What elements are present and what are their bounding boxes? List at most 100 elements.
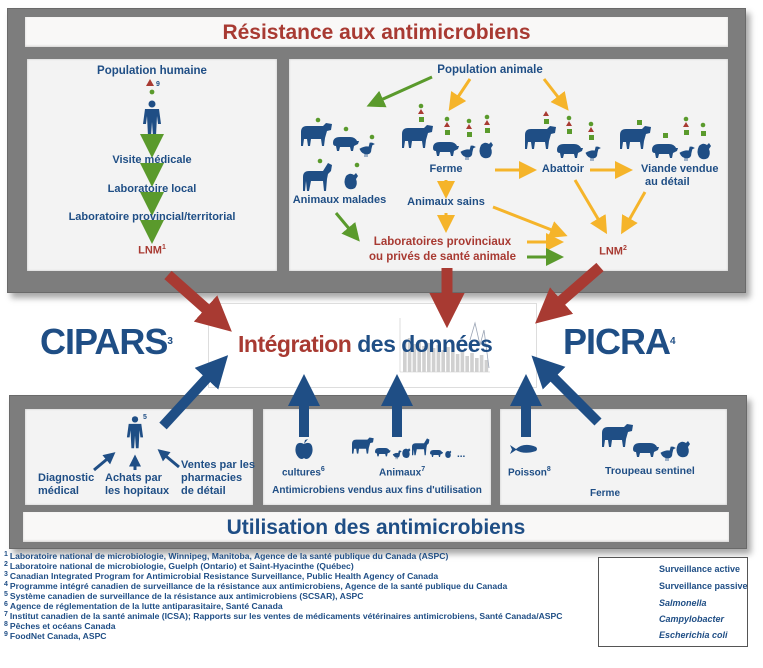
human-marker-sup-text: 9 [156,81,160,88]
integration-label: Intégration des données [238,331,493,357]
pharmacy-line3: de détail [181,485,226,497]
arrow-retail-to-lnm2 [621,191,647,235]
watermark-bar [412,344,417,372]
arrow-population-to-farm [448,78,472,111]
salmonella-marker [354,162,360,168]
retail-meat-line1: Viande vendue [641,163,719,175]
legend-label-salmonella: Salmonella [659,598,707,608]
watermark-bar [441,350,445,372]
human-figure-icon [126,416,144,449]
watermark-bar [446,347,450,372]
pig-icon [333,137,359,151]
watermark-bar [431,348,436,372]
fish-icon [510,444,537,454]
footnote-number: 4 [4,581,8,588]
diagnostic-line1: Diagnostic [38,472,95,484]
watermark-bar [422,346,426,372]
watermark-bar [470,353,474,372]
labs-line1: Laboratoires provinciaux [373,236,512,248]
footnote-number: 1 [4,551,8,558]
picra-label: PICRA4 [563,322,675,362]
fish-text: Poisson [508,467,547,479]
footnote-number: 3 [4,571,8,578]
salmonella-marker [317,158,323,164]
pharmacy-line2: pharmacies [181,472,243,484]
crops-text: cultures [282,467,321,479]
abattoir-text: Abattoir [541,163,585,175]
farm-label: Ferme [420,163,472,176]
lnm2-label: LNM2 [588,242,638,259]
watermark-bar [451,352,455,372]
footnote-number: 7 [4,611,8,618]
human-marker-sup: 9 [156,78,160,91]
pig-icon [633,443,659,457]
apple-icon [295,439,313,459]
legend: Surveillance active Surveillance passive… [598,557,748,647]
farm-animals-icons [402,103,493,161]
watermark-bar [460,350,465,372]
footnote-number: 2 [4,561,8,568]
chicken-icon [679,146,695,162]
step-visit-text: Visite médicale [112,154,192,166]
animals-ellipsis-text: ... [457,449,466,460]
animal-population-label: Population animale [420,64,560,77]
use-to-integration-arrows [159,355,602,437]
animals-sales-sup: 7 [421,466,426,473]
retail-meat-label: Viande vendue au détail [641,163,729,189]
arrow-sick-to-labs [334,212,360,242]
legend-label-passive: Surveillance passive [659,581,748,591]
watermark-bar [455,354,460,372]
cow-icon [620,126,651,149]
footnote-number: 5 [4,591,8,598]
arrow-pharm-to-human [157,449,180,469]
diagnostic-line2: médical [38,485,79,497]
step-provincial-lab: Laboratoire provincial/territorial [52,211,252,224]
chicken-icon [359,142,375,158]
cipars-text: CIPARS [40,321,168,362]
lnm1-label: LNM1 [127,241,177,258]
labs-label: Laboratoires provinciaux ou privés de sa… [355,235,530,265]
farm-use-caption: Ferme [590,487,620,500]
turkey-icon [676,441,690,458]
footnote-text: Agence de réglementation de la lutte ant… [9,601,283,611]
footnote-number: 9 [4,631,8,638]
pig-icon [433,142,459,156]
arrow-lnm2-to-integration [535,262,604,324]
chicken-icon [392,450,402,460]
watermark-bar [417,340,421,372]
crops-label: cultures6 [282,463,325,479]
horse-icon [303,163,332,191]
integration-word1: Intégration [238,331,352,357]
arrow-population-to-abattoir [542,78,569,111]
crops-sup: 6 [320,466,325,473]
fish-sup: 8 [546,466,551,473]
arrow-healthy-to-lnm2 [492,205,568,239]
step-provincial-lab-text: Laboratoire provincial/territorial [68,211,236,223]
watermark-bar [475,358,479,372]
resistance-title: Résistance aux antimicrobiens [25,17,728,47]
sales-caption-text: Antimicrobiens vendus aux fins d'utilisa… [272,485,482,496]
human-use-graphics [93,416,180,472]
cow-icon [301,123,332,146]
watermark-bar [484,360,489,372]
human-population-text: Population humaine [97,65,207,77]
footnote-number: 8 [4,621,8,628]
fish-label: Poisson8 [508,463,551,479]
farm-use-graphics [510,424,690,462]
cow-icon [402,125,433,148]
hospital-purchases-label: Achats par les hopitaux [105,472,169,498]
sick-animals-text: Animaux malades [292,194,387,206]
arrow-human-use-to-integration [159,355,229,430]
turkey-icon [479,142,493,159]
step-visit: Visite médicale [77,154,227,167]
sentinel-herd-label: Troupeau sentinel [605,465,695,478]
cow-icon [602,424,633,447]
arrow-diag-to-human [93,452,116,472]
hospital-line2: les hopitaux [105,485,170,497]
watermark-bar [407,338,412,372]
integration-word2: des données [357,331,493,357]
sales-caption: Antimicrobiens vendus aux fins d'utilisa… [263,484,491,497]
